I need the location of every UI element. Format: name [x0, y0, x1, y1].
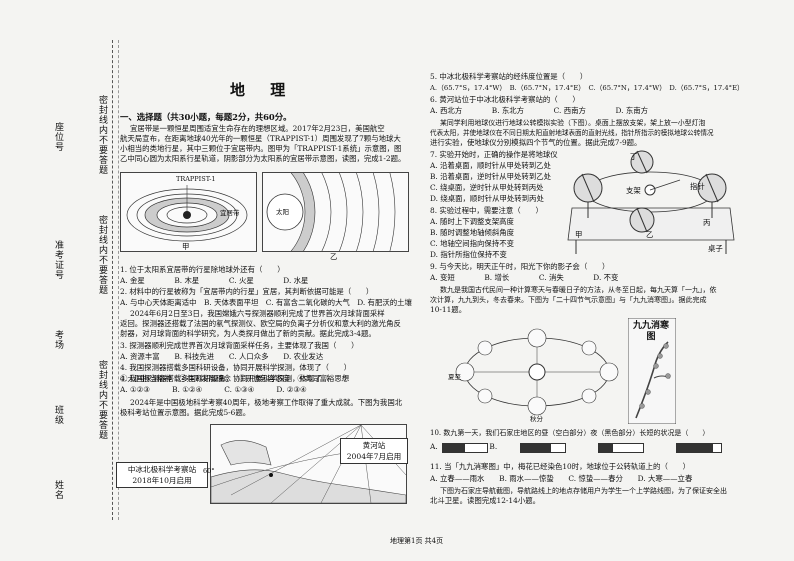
- question-8-d: D. 指针所指位保持不变: [430, 250, 507, 259]
- star-dot: [183, 211, 191, 219]
- station-1-dot: [269, 473, 273, 477]
- intro-1-4: 乙中同心圆为太阳系行星轨道，阴影部分为太阳系的宜居带示意图，读图，完成1-2题。: [120, 154, 406, 163]
- question-7-c: C. 绕桌面，逆时针从甲处转到丙处: [430, 183, 544, 192]
- globe-ding: [630, 150, 654, 174]
- trappist-figure: [120, 172, 257, 252]
- intro-6-2: 北斗卫星。读图完成12-14小题。: [430, 496, 540, 505]
- label-qiufen: 秋分: [530, 415, 543, 423]
- question-2: 2. 材料中的行星被称为「宜居带内的行星」宜居，其判断依据可能是（ ）: [120, 287, 374, 296]
- seat-label: 座位号: [53, 122, 63, 152]
- question-2-options: A. 与中心天体距离适中 B. 天体表面平坦 C. 有富含二氧化碳的大气 D. …: [120, 298, 412, 307]
- station-2-box: 黄河站 2004年7月启用: [340, 438, 408, 464]
- question-4-items: ①大国担当精神 ②共同发展理念 ③开放包容态度 ④共同富裕思想: [120, 374, 350, 383]
- station-1-date: 2018年10月启用: [132, 476, 192, 485]
- seal-text-1: 密封线内不要答题: [97, 95, 107, 175]
- class-label: 班级: [53, 405, 63, 425]
- question-11-options: A. 立春——雨水 B. 雨水——惊蛰 C. 惊蛰——春分 D. 大寒——立春: [430, 474, 693, 483]
- question-5: 5. 中冰北极科学考察站的经纬度位置是（ ）: [430, 72, 588, 81]
- exam-no-label: 准考证号: [53, 240, 63, 280]
- question-11: 11. 当「九九消寒图」中，梅花已经染色10时，地球位于公转轨道上的（ ）: [430, 462, 691, 471]
- seal-text-3: 密封线内不要答题: [97, 360, 107, 440]
- trappist-label: TRAPPIST-1: [176, 175, 216, 183]
- solar-system-figure: [262, 172, 409, 252]
- intro-5-3: 10-11题。: [430, 305, 467, 314]
- question-8-b: B. 随时调整地轴倾斜角度: [430, 228, 515, 237]
- figure-jia-caption: 甲: [182, 242, 190, 251]
- question-5-options: A.（65.7°S，17.4°W） B.（65.7°N，17.4°E） C.（6…: [430, 84, 744, 92]
- arctic-station-map: [210, 424, 407, 504]
- intro-5-1: 数九是我国古代民间一种计算寒天与春暖日子的方法，从冬至日起，每九天算「一九」，依: [440, 286, 717, 294]
- globe-bing: [697, 173, 727, 218]
- question-8-c: C. 地轴空间指向保持不变: [430, 239, 514, 248]
- question-3: 3. 探测器顺利完成世界首次月球背面采样任务，主要体现了我国（ ）: [120, 341, 359, 350]
- question-10: 10. 数九第一天，我们石家庄地区的昼（空白部分）夜（黑色部分）长短的状况是（ …: [430, 429, 710, 437]
- jiujiu-title: 九九消寒图: [632, 321, 669, 342]
- room-label: 考场: [53, 330, 63, 350]
- question-7-a: A. 沿着桌面，顺时针从甲处转到乙处: [430, 161, 551, 170]
- label-zhuozi: 桌子: [708, 244, 723, 253]
- intro-2-2: 返回。探测器还搭载了法国的氡气探测仪、欧空局的负离子分析仪和意大利的激光角反: [120, 319, 401, 328]
- paper-title: 地 理: [230, 81, 296, 99]
- page-footer: 地理第1页 共4页: [390, 537, 444, 545]
- question-3-options: A. 资源丰富 B. 科技先进 C. 人口众多 D. 农业发达: [120, 352, 324, 361]
- question-1: 1. 位于太阳系宜居带的行星除地球外还有（ ）: [120, 265, 285, 274]
- question-4-options: A. ①②③ B. ①②④ C. ①③④ D. ②③④: [120, 385, 307, 394]
- question-7-d: D. 绕桌面，顺时针从甲处转到丙处: [430, 194, 544, 203]
- intro-1-1: 宜居带是一颗恒星周围适宜生命存在的理想区域。2017年2月23日，美国航空: [130, 124, 385, 133]
- label-xiazhi: 夏至: [448, 373, 461, 381]
- intro-1-2: 航天局宣布，在距离地球40光年的一颗恒星（TRAPPIST-1）周围发现了7颗与…: [120, 134, 401, 143]
- binding-line-inner: [118, 40, 119, 520]
- figure-yi-caption: 乙: [330, 252, 338, 261]
- option-d-bar: [676, 443, 722, 453]
- label-bing: 丙: [703, 218, 711, 227]
- label-zhijia: 支架: [626, 186, 641, 195]
- question-9-options: A. 变短 B. 增长 C. 消失 D. 不变: [430, 273, 619, 282]
- intro-2-3: 射器，对月球背面的科学研究，为人类探月做出了新的贡献。据此完成3-4题。: [120, 329, 376, 338]
- habitable-zone-label: 宜居带: [220, 209, 240, 217]
- station-1-name: 中冰北极科学考察站: [127, 465, 197, 474]
- question-6: 6. 黄河站位于中冰北极科学考察站的（ ）: [430, 95, 580, 104]
- question-7: 7. 实验开始时，正确的操作是将地球仪: [430, 150, 558, 159]
- station-1-box: 中冰北极科学考察站 2018年10月启用: [116, 462, 208, 488]
- intro-6-1: 下图为石家庄导航截图，导航路线上的地点存储用户为学生一个上学路线图，为了保证安全…: [440, 487, 727, 495]
- question-8-a: A. 随时上下调整支架高度: [430, 217, 514, 226]
- intro-4-3: 进行实验，使地球仪分别模拟四个节气的位置。据此完成7-9题。: [430, 138, 642, 147]
- intro-5-2: 次计算，九九到头，冬去春来。下图为「二十四节气示意图」与「九九消寒图」。据此完成: [430, 296, 707, 304]
- intro-3-2: 极科考站位置示意图。据此完成5-6题。: [120, 408, 251, 417]
- intro-3-1: 2024年是中国极地科学考察40周年，极地考察工作取得了重大成就。下图为我国北: [130, 398, 403, 407]
- name-label: 姓名: [53, 480, 63, 500]
- option-c-bar: [598, 443, 644, 453]
- label-yi: 乙: [646, 230, 654, 239]
- question-8: 8. 实验过程中，需要注意（ ）: [430, 206, 543, 215]
- station-2-date: 2004年7月启用: [346, 452, 402, 461]
- question-7-b: B. 沿着桌面，逆时针从甲处转到乙处: [430, 172, 551, 181]
- station-2-name: 黄河站: [362, 441, 386, 450]
- option-b-bar: [520, 443, 566, 453]
- question-4-statements: 4. 我国探测器搭载多国科研设备，协同开展科学探测，体现了（ ）: [120, 374, 352, 383]
- label-jia: 甲: [575, 230, 583, 239]
- label-zhizhen: 指针: [690, 182, 705, 191]
- intro-2-1: 2024年6月2日至3日，我国嫦娥六号探测器顺利完成了世界首次月球背面采样: [130, 309, 385, 318]
- option-a-bar: [442, 443, 488, 453]
- globe-experiment-figure: [567, 150, 735, 254]
- latitude-60-label: 60°: [203, 467, 215, 475]
- sun-label: 太阳: [276, 208, 289, 216]
- binding-line: [112, 40, 113, 520]
- jiujiu-plum-figure: [628, 318, 676, 424]
- sun-center: [528, 363, 546, 381]
- label-ding: 丁: [630, 152, 638, 161]
- intro-4-1: 某同学利用地球仪进行地球公转模拟实验（下图）。桌面上摆放支架，架上放一小型灯泡: [440, 119, 706, 127]
- question-1-options: A. 金星 B. 木星 C. 火星 D. 水星: [120, 276, 309, 285]
- globe-jia: [629, 207, 655, 233]
- question-9: 9. 与今天比，明天正午时，阳光下你的影子会（ ）: [430, 262, 610, 271]
- globe-yi: [573, 173, 603, 218]
- question-4: 4. 我国探测器搭载多国科研设备，协同开展科学探测，体现了（ ）: [120, 363, 352, 372]
- question-6-options: A. 西北方 B. 东北方 C. 西南方 D. 东南方: [430, 106, 648, 115]
- section-heading: 一、选择题（共30小题，每题2分，共60分。: [120, 112, 292, 122]
- intro-4-2: 代表太阳，并使地球仪在不同日期太阳直射地球表面的直射光线，指针所指示的模拟地球公…: [430, 129, 714, 137]
- solar-terms-figure: [455, 328, 619, 416]
- seal-text-2: 密封线内不要答题: [97, 215, 107, 295]
- intro-1-3: 小相当的类地行星，其中三颗位于宜居带内。图甲为「TRAPPIST-1系统」示意图…: [120, 144, 402, 153]
